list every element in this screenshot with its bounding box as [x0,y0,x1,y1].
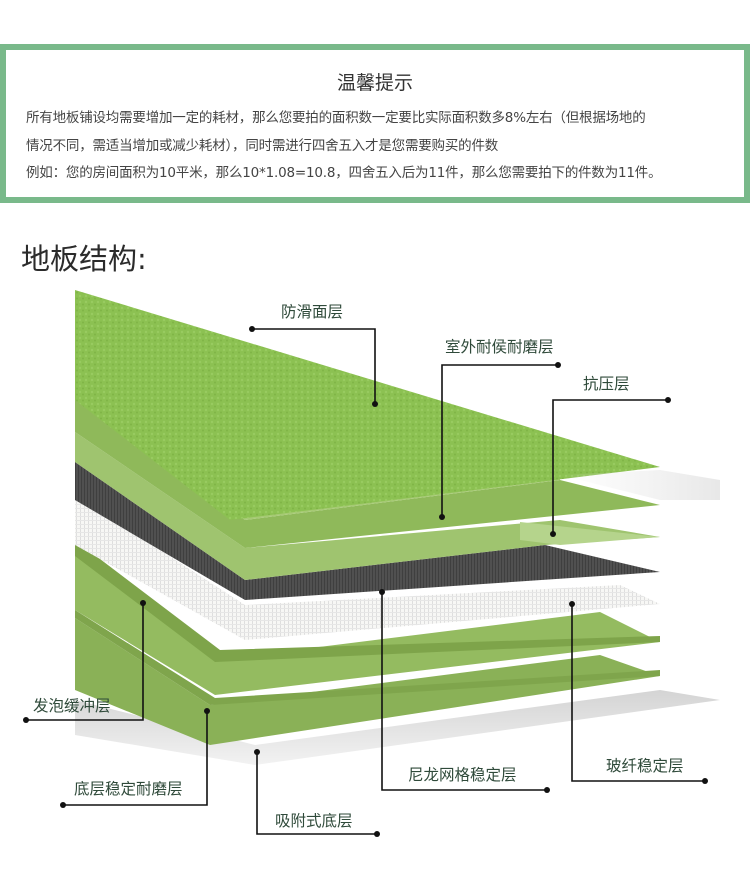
callout-adhesion [256,752,377,835]
label-foam: 发泡缓冲层 [33,697,111,715]
label-outdoor-wear: 室外耐侯耐磨层 [445,338,554,356]
layer-foam [75,550,660,695]
label-fiberglass: 玻纤稳定层 [606,757,684,775]
tip-line-3: 例如：您的房间面积为10平米，那么10*1.08=10.8，四舍五入后为11件，… [26,165,662,181]
label-base-wear: 底层稳定耐磨层 [74,780,183,798]
callout-foam [26,603,144,721]
label-nylon-mesh: 尼龙网格稳定层 [408,766,517,784]
tip-line-1: 所有地板铺设均需要增加一定的耗材，那么您要拍的面积数一定要比实际面积数多8%左右… [26,110,646,126]
tip-box: 温馨提示 所有地板铺设均需要增加一定的耗材，那么您要拍的面积数一定要比实际面积数… [0,44,750,203]
callout-anti-slip [252,328,376,404]
layer-base-wear [75,618,660,745]
layer-fiberglass [75,495,660,640]
label-adhesion: 吸附式底层 [275,812,353,830]
callout-nylon-mesh [381,592,547,791]
label-anti-slip: 防滑面层 [281,303,344,321]
label-pressure: 抗压层 [583,375,630,393]
callout-base-wear [63,711,208,806]
layer-pressure [75,432,660,580]
layer-anti-slip [75,290,660,520]
tip-title: 温馨提示 [336,72,413,94]
tip-line-2: 情况不同，需适当增加或减少耗材），同时需进行四舍五入才是您需要购买的件数 [26,138,499,154]
section-title: 地板结构: [21,242,147,276]
callout-fiberglass [571,604,705,782]
layer-nylon-mesh [75,462,660,600]
callout-outdoor-wear [441,364,558,517]
layer-adhesion [75,690,720,765]
callout-pressure [552,399,668,534]
